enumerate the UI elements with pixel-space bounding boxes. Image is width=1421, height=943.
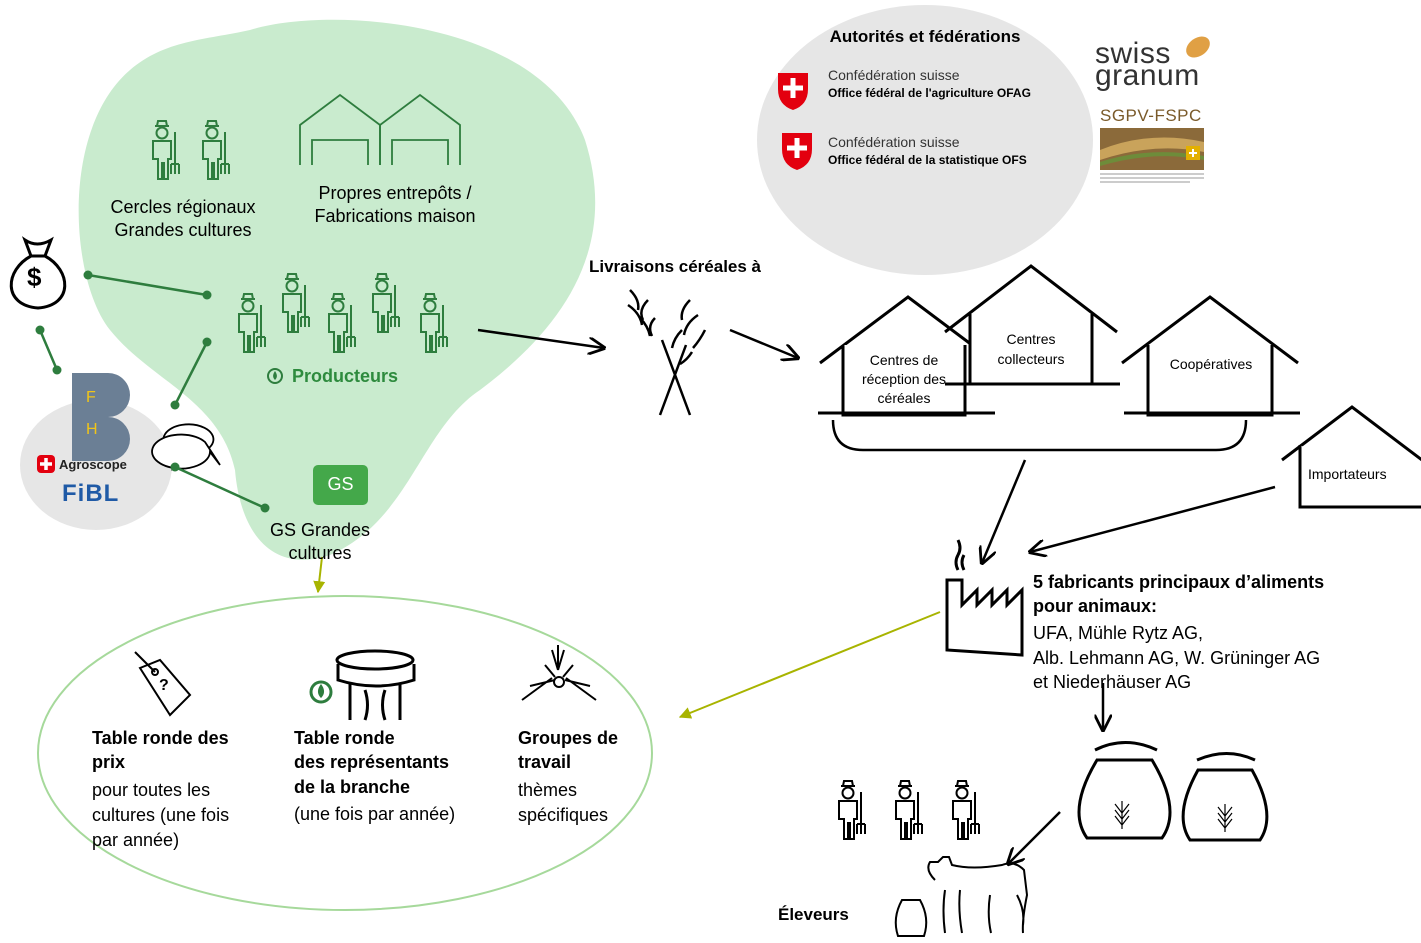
prix-desc-line2: cultures (une fois	[92, 805, 230, 825]
money-bag-symbol: $	[27, 262, 42, 292]
wheat-bundle-icon	[627, 289, 707, 416]
round-table-ellipse	[37, 595, 653, 911]
authorities-title: Autorités et fédérations	[829, 27, 1021, 46]
feed-sacks-icon	[1077, 741, 1269, 842]
branche-title-line1: Table ronde	[294, 728, 395, 748]
network-lines	[38, 273, 266, 510]
round-table-icon	[335, 649, 416, 721]
branche-title-line3: de la branche	[294, 777, 411, 797]
swissgranum-logo-line1: swiss	[1095, 37, 1171, 70]
price-tag-question-mark: ?	[159, 677, 169, 694]
importateurs-barn-icon	[1281, 405, 1421, 509]
gs-label-line2: cultures	[288, 543, 352, 563]
gs-badge	[313, 465, 368, 505]
ofs-line1: Confédération suisse	[828, 134, 960, 150]
network-nodes	[35, 270, 270, 513]
centres-reception-line1: Centres de	[869, 352, 939, 368]
fabricants-line1: UFA, Mühle Rytz AG,	[1033, 623, 1204, 643]
research-circle	[20, 400, 172, 530]
branche-desc: (une fois par année)	[294, 804, 456, 824]
producer-blob	[78, 19, 596, 560]
importateurs-label: Importateurs	[1308, 466, 1387, 482]
fh-letter-f: F	[86, 389, 96, 406]
ofag-line1: Confédération suisse	[828, 67, 960, 83]
fh-logo	[72, 373, 130, 461]
small-feed-sack-icon	[894, 899, 928, 937]
joined-hands-icon	[521, 645, 597, 701]
centres-reception-line3: céréales	[877, 390, 931, 406]
barns-bracket	[831, 419, 1248, 452]
prix-desc-line1: pour toutes les	[92, 780, 211, 800]
arrow-fabricants-to-roundtables	[678, 611, 941, 719]
groupes-desc-line1: thèmes	[518, 780, 578, 800]
centres-reception-line2: réception des	[861, 371, 947, 387]
fh-letter-h: H	[86, 421, 98, 438]
fabricants-line3: et Niederhäuser AG	[1033, 672, 1192, 692]
arrow-gs-to-roundtables	[313, 556, 326, 594]
entrepots-label-line2: Fabrications maison	[314, 206, 476, 226]
arrow-sacks-to-livestock	[1008, 811, 1061, 864]
authorities-circle	[757, 5, 1093, 275]
barns-icon	[818, 264, 1300, 417]
prix-desc-line3: par année)	[92, 830, 180, 850]
speech-bubbles-icon	[151, 423, 221, 472]
arrow-centres-to-factory	[982, 459, 1027, 563]
groupes-desc-line2: spécifiques	[518, 805, 609, 825]
centres-collecteurs-line1: Centres	[1006, 331, 1056, 347]
livraisons-label: Livraisons céréales à	[589, 257, 762, 276]
arrow-wheat-to-centres	[729, 328, 798, 358]
fibl-logo-text: FiBL	[62, 480, 120, 507]
ofs-line2: Office fédéral de la statistique OFS	[828, 153, 1027, 167]
eleveurs-label: Éleveurs	[778, 905, 849, 924]
cow-icon	[927, 856, 1029, 934]
sgpv-field-logo	[1100, 128, 1204, 183]
bio-icon-roundtable	[309, 680, 333, 704]
cercles-label-line2: Grandes cultures	[114, 220, 252, 240]
ofag-line2: Office fédéral de l'agriculture OFAG	[828, 86, 1031, 100]
fabricants-title-line1: 5 fabricants principaux d’aliments	[1033, 572, 1325, 592]
cooperatives-label: Coopératives	[1169, 356, 1253, 372]
bio-icon	[267, 368, 283, 384]
sgpv-logo-text: SGPV-FSPC	[1100, 106, 1202, 125]
arrow-importers-to-factory	[1030, 485, 1276, 552]
centres-collecteurs-line2: collecteurs	[997, 351, 1065, 367]
gs-label-line1: GS Grandes	[269, 520, 371, 540]
entrepots-icon	[299, 93, 461, 165]
prix-title-line1: Table ronde des	[92, 728, 229, 748]
factory-icon	[945, 539, 1024, 657]
cercles-label-line1: Cercles régionaux	[110, 197, 256, 217]
arrow-producers-to-wheat	[477, 328, 604, 348]
agroscope-logo-text: Agroscope	[59, 457, 127, 472]
ofag-swiss-cross-icon	[778, 73, 808, 110]
prix-title-line2: prix	[92, 752, 126, 772]
ofs-swiss-cross-icon	[782, 133, 812, 170]
swissgranum-logo-line2: granum	[1095, 59, 1200, 92]
fabricants-line2: Alb. Lehmann AG, W. Grüninger AG	[1033, 648, 1321, 668]
money-bag-icon	[9, 236, 67, 310]
gs-badge-text: GS	[327, 474, 354, 494]
groupes-title-line2: travail	[518, 752, 572, 772]
agroscope-swiss-cross-icon	[37, 455, 55, 473]
producteurs-label: Producteurs	[292, 366, 399, 386]
fabricants-title-line2: pour animaux:	[1033, 596, 1158, 616]
branche-title-line2: des représentants	[294, 752, 450, 772]
swissgranum-grain-icon	[1186, 36, 1210, 58]
entrepots-label-line1: Propres entrepôts /	[318, 183, 472, 203]
price-tag-icon	[134, 651, 192, 717]
eleveurs-farmers-icon	[838, 780, 980, 840]
groupes-title-line1: Groupes de	[518, 728, 619, 748]
